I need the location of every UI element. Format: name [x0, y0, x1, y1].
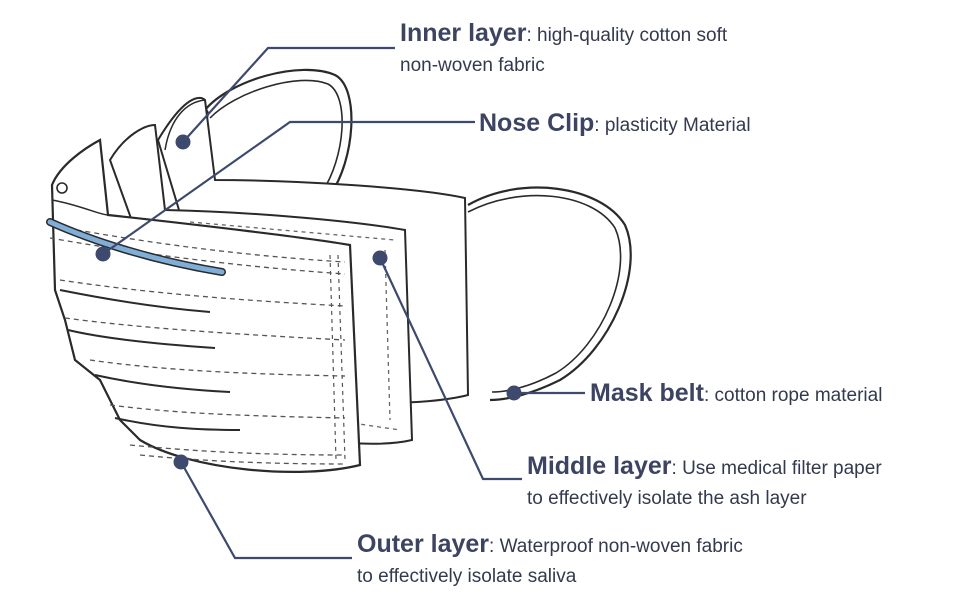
inner-layer-desc-2: non-woven fabric	[400, 55, 545, 76]
ear-loop-inner-layer	[205, 70, 351, 195]
ear-loop-right	[468, 188, 631, 400]
mask-belt-desc: cotton rope material	[715, 385, 883, 406]
ear-loop-right-inner	[468, 196, 621, 392]
outer-loop-knot	[57, 183, 67, 193]
marker-outer-icon	[174, 455, 189, 470]
middle-layer-desc-1: Use medical filter paper	[682, 458, 882, 479]
marker-inner-icon	[176, 135, 191, 150]
label-inner-layer: Inner layer: high-quality cotton soft no…	[400, 18, 727, 81]
leader-inner	[183, 48, 395, 142]
outer-layer-title: Outer layer	[357, 530, 489, 558]
label-outer-layer: Outer layer: Waterproof non-woven fabric…	[357, 529, 743, 592]
mask-belt-title: Mask belt	[590, 379, 704, 407]
leader-outer	[181, 462, 352, 558]
label-middle-layer: Middle layer: Use medical filter paper t…	[527, 451, 882, 514]
middle-layer-desc-2: to effectively isolate the ash layer	[527, 488, 807, 509]
label-mask-belt: Mask belt: cotton rope material	[590, 378, 882, 411]
marker-belt-icon	[507, 386, 522, 401]
nose-clip-title: Nose Clip	[479, 109, 594, 137]
inner-layer-desc-1: high-quality cotton soft	[537, 25, 727, 46]
label-nose-clip: Nose Clip: plasticity Material	[479, 108, 751, 141]
marker-middle-icon	[373, 251, 388, 266]
ear-loop-inner-layer-2	[210, 80, 342, 192]
middle-layer-title: Middle layer	[527, 452, 672, 480]
outer-layer-desc-1: Waterproof non-woven fabric	[500, 536, 743, 557]
inner-layer-title: Inner layer	[400, 19, 526, 47]
outer-layer-desc-2: to effectively isolate saliva	[357, 566, 576, 587]
marker-nose-icon	[96, 247, 111, 262]
nose-clip-desc: plasticity Material	[605, 115, 751, 136]
